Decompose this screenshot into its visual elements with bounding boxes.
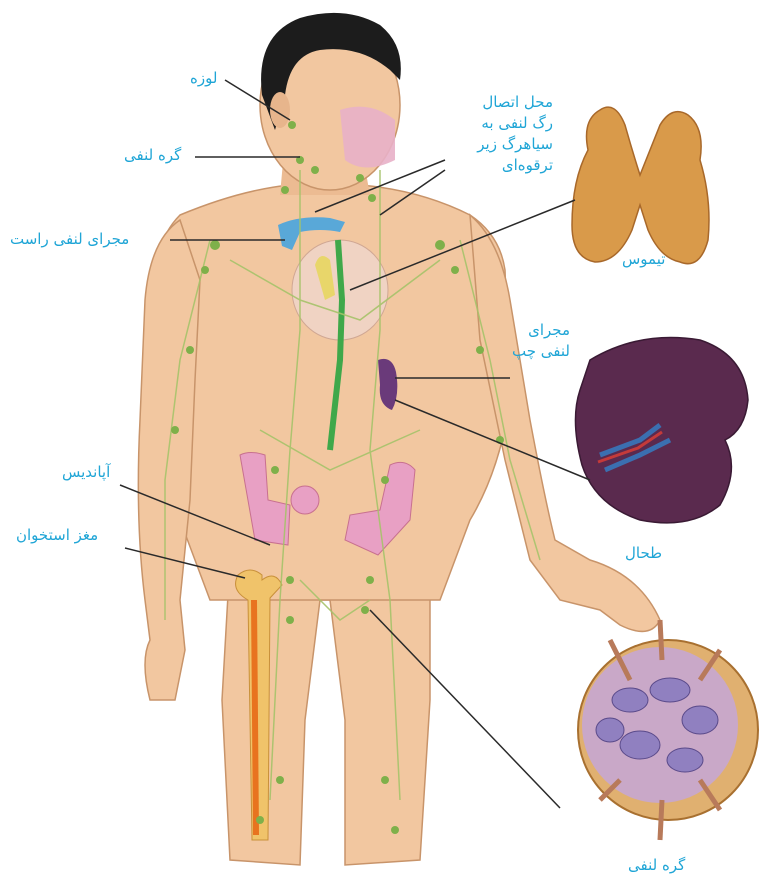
label-right-lymphatic-duct: مجرای لنفی راست [10,229,129,249]
label-lymph-node-neck: گره لنفی [124,145,181,165]
label-tonsil: لوزه [190,68,217,88]
lymph-node-illustration [578,620,758,840]
label-appendix: آپاندیس [62,462,110,482]
label-left-duct-line2: لنفی چپ [508,341,570,362]
label-junction-line4: ترقوه‌ای [445,155,553,176]
label-spleen: طحال [625,543,662,563]
thymus-illustration [572,107,709,264]
label-lymph-node-detail: گره لنفی [628,855,685,875]
label-thymus: تیموس [622,249,665,269]
spleen-illustration [575,338,748,523]
label-junction-line3: سیاهرگ زیر [445,134,553,155]
label-left-duct-line1: مجرای [508,320,570,341]
label-junction-line1: محل اتصال [445,92,553,113]
label-junction-line2: رگ لنفی به [445,113,553,134]
label-junction: محل اتصال رگ لنفی به سیاهرگ زیر ترقوه‌ای [445,92,553,176]
label-bone-marrow: مغز استخوان [16,525,98,545]
label-left-duct: مجرای لنفی چپ [508,320,570,362]
